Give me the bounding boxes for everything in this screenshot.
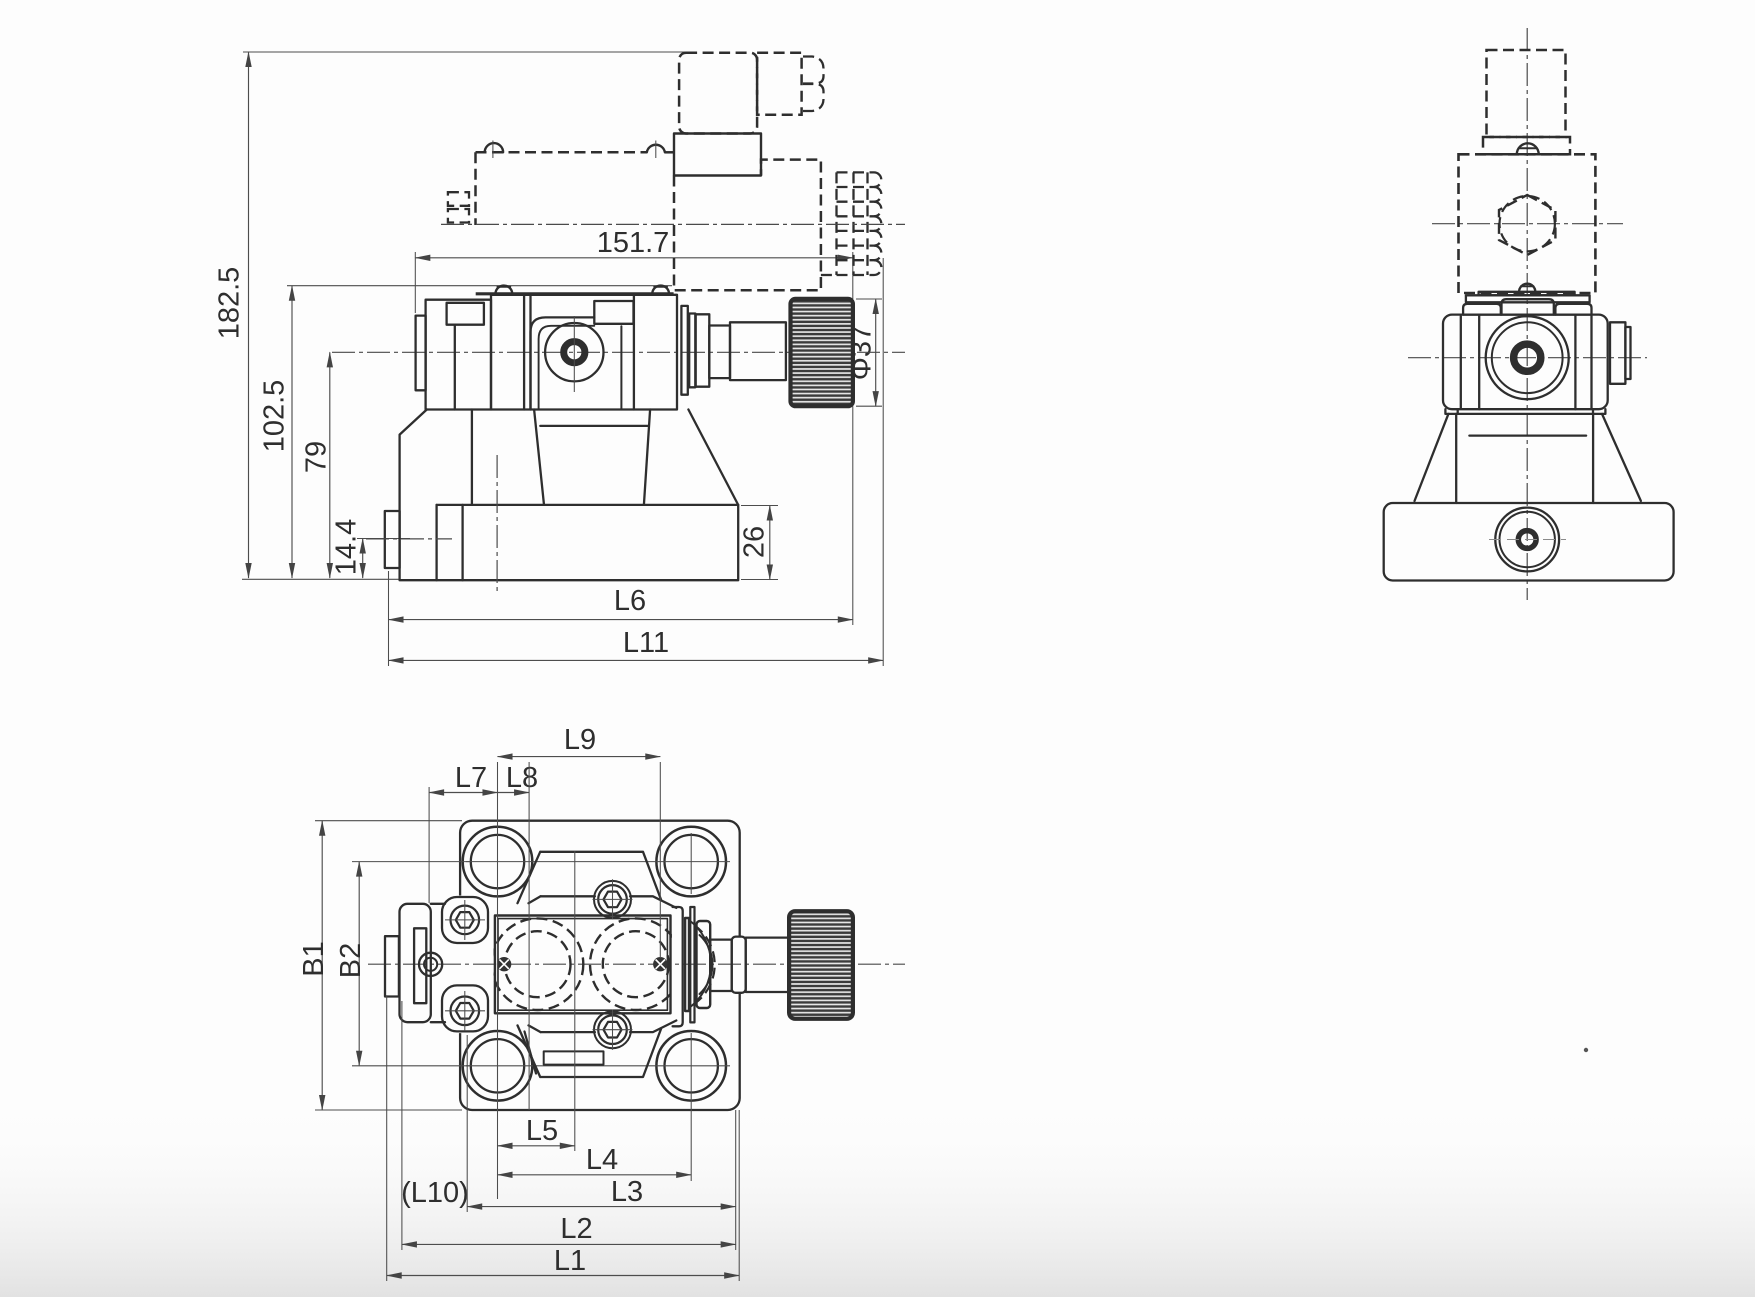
svg-text:(L10): (L10): [401, 1177, 469, 1209]
svg-text:182.5: 182.5: [214, 267, 246, 340]
svg-text:B2: B2: [335, 943, 367, 978]
svg-text:26: 26: [739, 526, 771, 558]
svg-text:L8: L8: [506, 762, 538, 794]
svg-text:151.7: 151.7: [597, 227, 670, 259]
svg-text:L9: L9: [564, 724, 596, 756]
svg-text:B1: B1: [298, 941, 330, 976]
svg-text:14.4: 14.4: [331, 519, 363, 575]
svg-text:L3: L3: [611, 1176, 643, 1208]
svg-text:L7: L7: [455, 762, 487, 794]
svg-text:L5: L5: [526, 1115, 558, 1147]
svg-text:79: 79: [301, 441, 333, 473]
svg-text:102.5: 102.5: [259, 380, 291, 453]
svg-text:L1: L1: [554, 1245, 586, 1277]
svg-text:L4: L4: [586, 1144, 618, 1176]
svg-text:L11: L11: [623, 627, 669, 659]
svg-text:L6: L6: [614, 585, 646, 617]
svg-text:L2: L2: [560, 1213, 592, 1245]
